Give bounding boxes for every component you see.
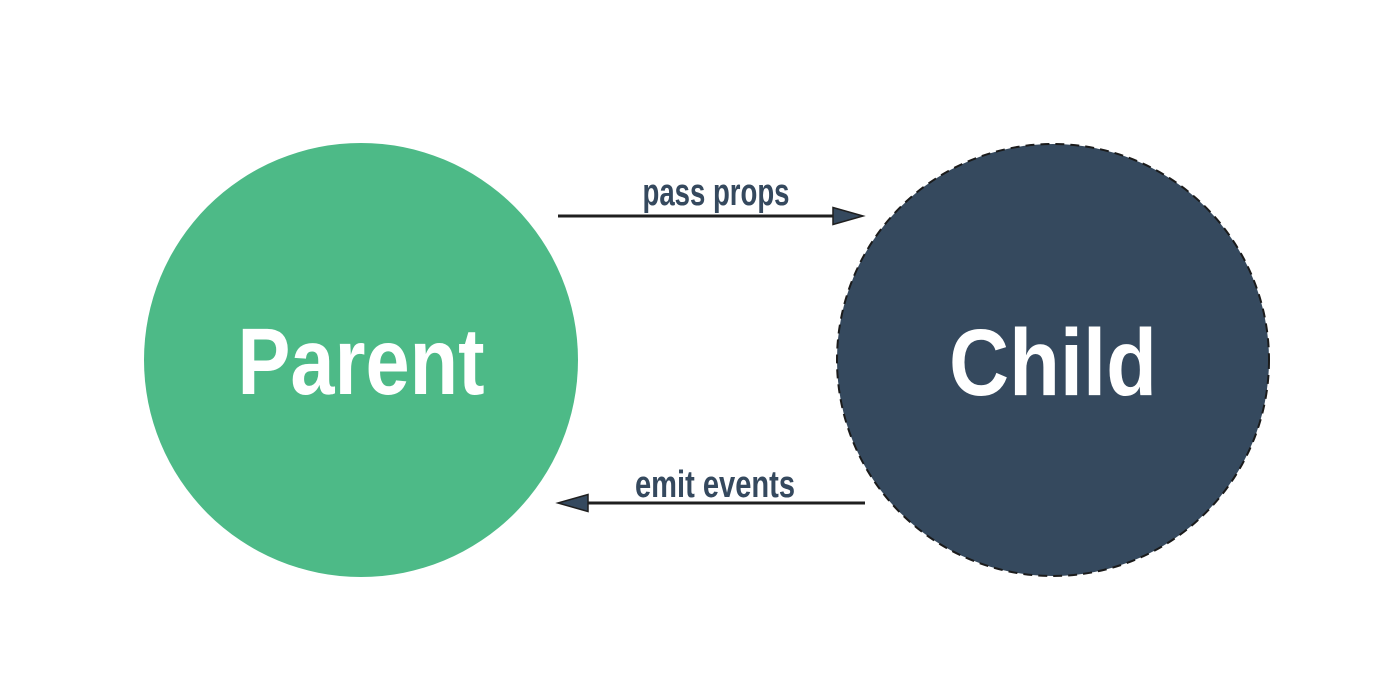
arrow-right-icon bbox=[832, 206, 866, 226]
parent-node-circle bbox=[144, 143, 578, 577]
events-edge: emit events bbox=[555, 464, 865, 513]
events-edge-label: emit events bbox=[635, 464, 795, 506]
arrow-left-icon bbox=[555, 493, 589, 513]
props-edge: pass props bbox=[558, 172, 866, 226]
parent-node: Parent bbox=[144, 143, 578, 577]
child-node: Child bbox=[836, 143, 1270, 577]
parent-node-label: Parent bbox=[238, 309, 485, 415]
child-node-circle bbox=[836, 143, 1270, 577]
props-edge-label: pass props bbox=[643, 172, 790, 214]
child-node-label: Child bbox=[949, 310, 1157, 416]
